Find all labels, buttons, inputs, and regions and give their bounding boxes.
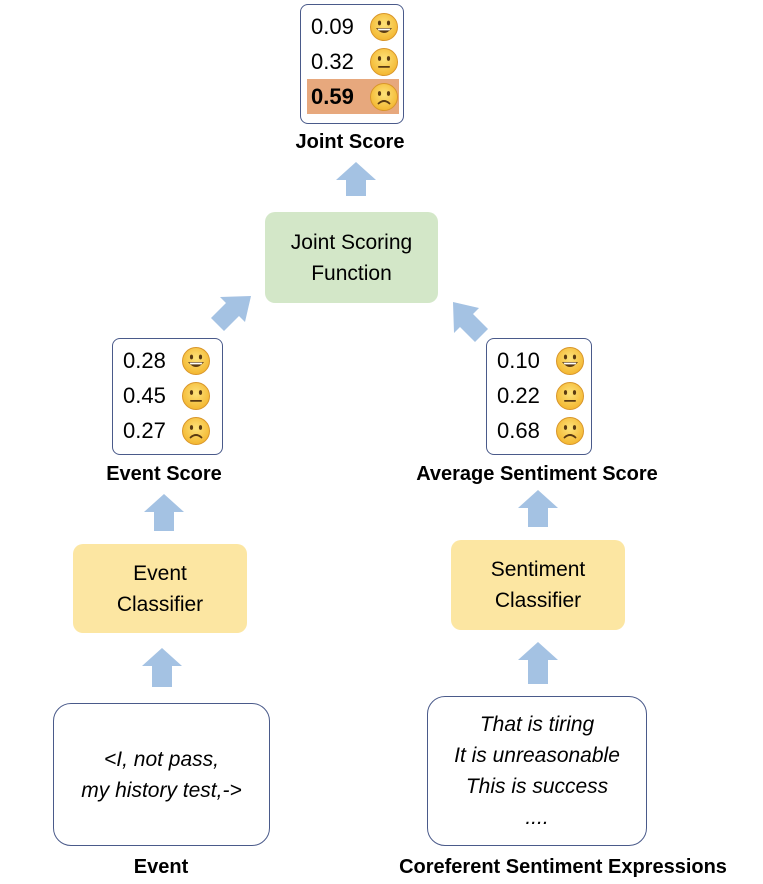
event-score-positive-value: 0.28 xyxy=(123,348,166,373)
sentiment-score-positive-value: 0.10 xyxy=(497,348,540,373)
event-input-box: <I, not pass, my history test,-> xyxy=(53,703,270,846)
arrow-to-sentiment-score xyxy=(518,490,558,527)
joint-score-box: 0.09 0.32 0.59 xyxy=(300,4,404,124)
joint-score-positive-value: 0.09 xyxy=(311,14,354,39)
event-score-row-neutral: 0.45 xyxy=(119,378,218,413)
event-score-label: Event Score xyxy=(106,463,222,485)
sentiment-input-box: That is tiring It is unreasonable This i… xyxy=(427,696,647,846)
sentiment-score-label: Average Sentiment Score xyxy=(416,463,658,485)
event-score-negative-value: 0.27 xyxy=(123,418,166,443)
event-score-box: 0.28 0.45 0.27 xyxy=(112,338,223,455)
neutral-face-icon xyxy=(555,381,585,411)
event-score-row-positive: 0.28 xyxy=(119,343,218,378)
sentiment-expression-ellipsis: .... xyxy=(525,806,549,829)
frowning-face-icon xyxy=(555,416,585,446)
frowning-face-icon xyxy=(369,82,399,112)
arrow-to-joint-score xyxy=(336,162,376,196)
event-input-line2: my history test,-> xyxy=(81,778,242,802)
joint-scoring-function-line2: Function xyxy=(311,261,392,285)
neutral-face-icon xyxy=(369,47,399,77)
joint-score-neutral-value: 0.32 xyxy=(311,49,354,74)
joint-scoring-function-line1: Joint Scoring xyxy=(290,230,413,254)
event-score-row-negative: 0.27 xyxy=(119,413,218,448)
sentiment-score-negative-value: 0.68 xyxy=(497,418,540,443)
sentiment-classifier-line1: Sentiment xyxy=(490,558,586,581)
arrow-sentiment-to-joint xyxy=(453,302,488,342)
event-score-neutral-value: 0.45 xyxy=(123,383,166,408)
joint-scoring-function-box: Joint Scoring Function xyxy=(265,212,438,303)
sentiment-classifier-box: Sentiment Classifier xyxy=(451,540,625,630)
sentiment-score-neutral-value: 0.22 xyxy=(497,383,540,408)
event-input-line1: <I, not pass, xyxy=(104,747,219,771)
arrow-to-event-classifier xyxy=(142,648,182,687)
frowning-face-icon xyxy=(181,416,211,446)
sentiment-score-row-neutral: 0.22 xyxy=(493,378,587,413)
arrow-to-sentiment-classifier xyxy=(518,642,558,684)
sentiment-score-box: 0.10 0.22 0.68 xyxy=(486,338,592,455)
joint-score-label: Joint Score xyxy=(295,131,405,153)
joint-score-row-positive: 0.09 xyxy=(307,9,399,44)
event-classifier-box: Event Classifier xyxy=(73,544,247,633)
sentiment-expression-3: This is success xyxy=(465,775,609,798)
arrow-to-event-score xyxy=(144,494,184,531)
joint-score-negative-value: 0.59 xyxy=(311,84,354,109)
joint-score-row-neutral: 0.32 xyxy=(307,44,399,79)
sentiment-expression-2: It is unreasonable xyxy=(454,744,620,767)
arrow-event-to-joint xyxy=(211,296,251,331)
grinning-face-icon xyxy=(369,12,399,42)
event-classifier-line1: Event xyxy=(133,561,187,585)
grinning-face-icon xyxy=(181,346,211,376)
neutral-face-icon xyxy=(181,381,211,411)
event-input-label: Event xyxy=(133,856,189,878)
sentiment-expression-1: That is tiring xyxy=(479,713,595,736)
sentiment-input-label: Coreferent Sentiment Expressions xyxy=(399,856,727,878)
sentiment-score-row-positive: 0.10 xyxy=(493,343,587,378)
sentiment-classifier-line2: Classifier xyxy=(494,589,582,612)
joint-score-row-negative: 0.59 xyxy=(307,79,399,114)
sentiment-score-row-negative: 0.68 xyxy=(493,413,587,448)
event-classifier-line2: Classifier xyxy=(116,592,204,616)
grinning-face-icon xyxy=(555,346,585,376)
